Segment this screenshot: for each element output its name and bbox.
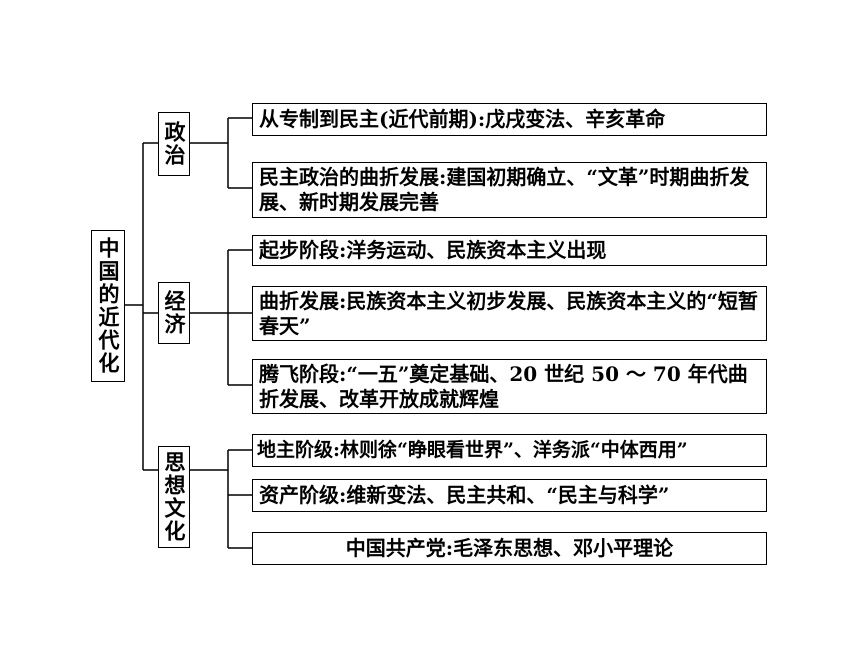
branch-thought-culture: 思想文化 bbox=[158, 446, 190, 548]
economy-item-2: 曲折发展:民族资本主义初步发展、民族资本主义的“短暂春天” bbox=[252, 286, 767, 341]
root-label: 中国的近代化 bbox=[96, 237, 121, 375]
economy-item-2-text: 曲折发展:民族资本主义初步发展、民族资本主义的“短暂春天” bbox=[259, 288, 758, 338]
thought-item-2: 资产阶级:维新变法、民主共和、“民主与科学” bbox=[252, 479, 767, 512]
thought-item-3: 中国共产党:毛泽东思想、邓小平理论 bbox=[252, 532, 767, 565]
thought-item-1-text: 地主阶级:林则徐“睁眼看世界”、洋务派“中体西用” bbox=[257, 439, 688, 461]
politics-item-1-text: 从专制到民主(近代前期):戊戌变法、辛亥革命 bbox=[259, 107, 666, 131]
economy-item-1: 起步阶段:洋务运动、民族资本主义出现 bbox=[252, 235, 767, 266]
thought-item-3-text: 中国共产党:毛泽东思想、邓小平理论 bbox=[345, 536, 674, 560]
thought-item-2-text: 资产阶级:维新变法、民主共和、“民主与科学” bbox=[259, 483, 670, 507]
politics-item-1: 从专制到民主(近代前期):戊戌变法、辛亥革命 bbox=[252, 103, 767, 136]
branch-economy: 经济 bbox=[158, 282, 190, 344]
thought-item-1: 地主阶级:林则徐“睁眼看世界”、洋务派“中体西用” bbox=[252, 434, 767, 467]
economy-item-1-text: 起步阶段:洋务运动、民族资本主义出现 bbox=[259, 238, 607, 262]
politics-item-2: 民主政治的曲折发展:建国初期确立、“文革”时期曲折发展、新时期发展完善 bbox=[252, 162, 767, 218]
economy-item-3-text: 腾飞阶段:“一五”奠定基础、20 世纪 50 ～ 70 年代曲折发展、改革开放成… bbox=[259, 361, 748, 411]
branch-politics: 政治 bbox=[158, 112, 190, 176]
root-node: 中国的近代化 bbox=[91, 230, 125, 382]
economy-item-3: 腾飞阶段:“一五”奠定基础、20 世纪 50 ～ 70 年代曲折发展、改革开放成… bbox=[252, 359, 767, 414]
branch-politics-label: 政治 bbox=[162, 121, 187, 167]
branch-economy-label: 经济 bbox=[162, 290, 187, 336]
branch-thought-culture-label: 思想文化 bbox=[162, 451, 187, 543]
politics-item-2-text: 民主政治的曲折发展:建国初期确立、“文革”时期曲折发展、新时期发展完善 bbox=[259, 165, 750, 214]
